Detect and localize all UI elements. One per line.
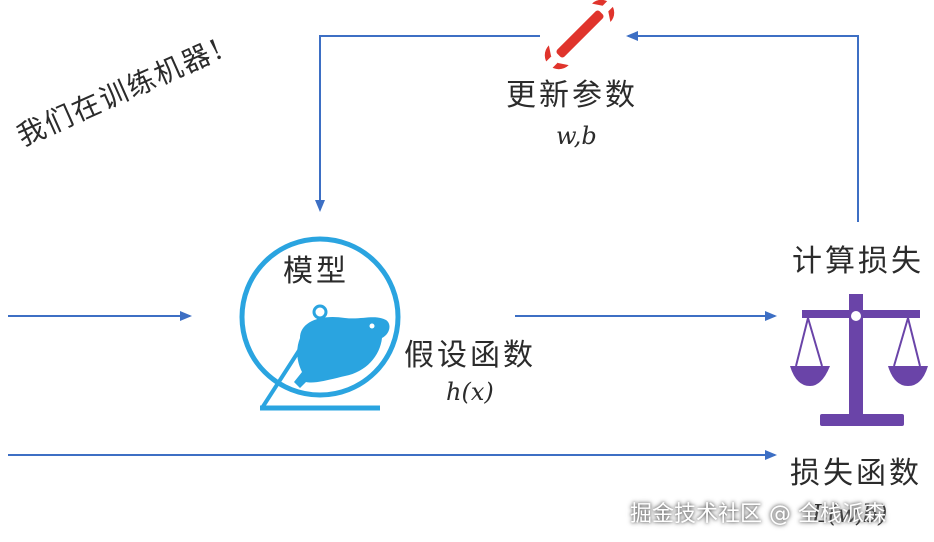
wrench-icon xyxy=(544,0,615,70)
hamster-wheel-icon xyxy=(239,236,401,411)
hypothesis-label: 假设函数 xyxy=(404,338,536,373)
compute-loss-label: 计算损失 xyxy=(792,244,924,279)
loss-function-label: 损失函数 xyxy=(790,456,922,491)
watermark: 掘金技术社区 @ 全栈派森 xyxy=(630,502,886,527)
model-label: 模型 xyxy=(283,254,349,289)
hypothesis-formula: h(x) xyxy=(446,378,494,406)
update-params-vars: w,b xyxy=(556,122,597,150)
loss-to-update-arrow xyxy=(626,31,859,222)
update-to-model-arrow xyxy=(315,35,540,212)
update-params-label: 更新参数 xyxy=(506,78,638,113)
balance-scale-icon xyxy=(790,294,928,426)
loss-formula: L(w,b) xyxy=(812,500,888,528)
